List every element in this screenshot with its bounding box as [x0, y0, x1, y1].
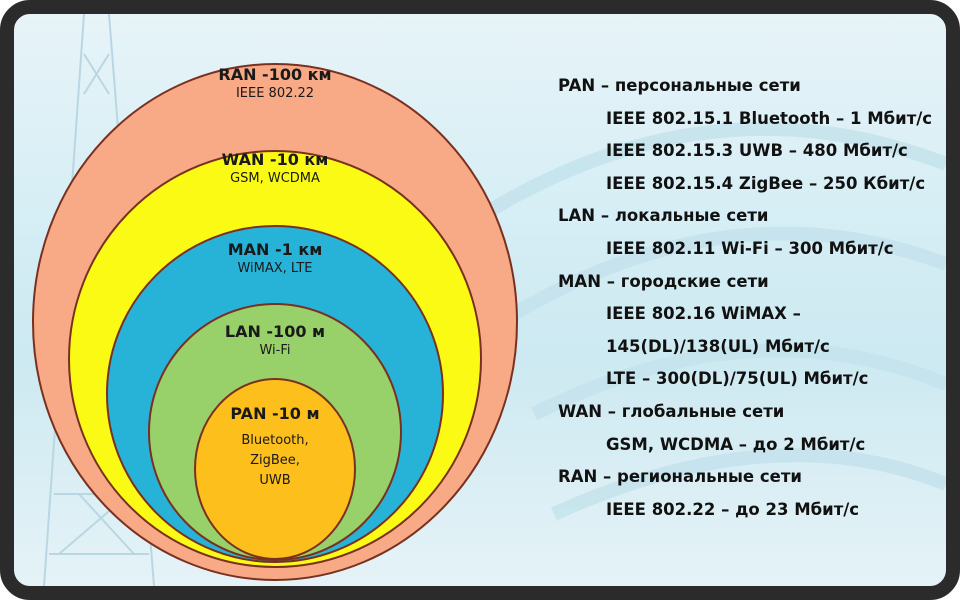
legend-man-item-2: 145(DL)/138(UL) Мбит/с	[606, 336, 830, 356]
lan-label: LAN -100 м Wi-Fi	[165, 322, 385, 361]
legend-man-title: MAN – городские сети	[558, 271, 769, 291]
legend-pan-title: PAN – персональные сети	[558, 76, 801, 95]
legend-ran-title: RAN – региональные сети	[558, 467, 802, 487]
pan-title: PAN -10 м	[230, 404, 320, 423]
ran-tech: IEEE 802.22	[235, 86, 315, 101]
legend-wan-item-1: GSM, WCDMA – до 2 Мбит/с	[606, 434, 866, 454]
wan-title: WAN -10 км	[221, 150, 329, 169]
pan-tech-1: Bluetooth,	[241, 433, 309, 448]
pan-tech-3: UWB	[259, 473, 291, 488]
legend-wan-title: WAN – глобальные сети	[558, 401, 785, 421]
legend-man-item-3: LTE – 300(DL)/75(UL) Мбит/с	[606, 369, 869, 389]
lan-title: LAN -100 м	[224, 322, 326, 341]
man-tech: WiMAX, LTE	[237, 261, 313, 276]
legend-man-item-1: IEEE 802.16 WiMAX –	[606, 304, 801, 324]
wan-tech: GSM, WCDMA	[230, 171, 320, 186]
pan-circle	[194, 378, 356, 560]
pan-label: PAN -10 м Bluetooth, ZigBee, UWB	[165, 404, 385, 491]
legend-pan-item-2: IEEE 802.15.3 UWB – 480 Мбит/с	[606, 141, 908, 161]
legend-ran-item-1: IEEE 802.22 – до 23 Мбит/с	[606, 499, 860, 519]
wan-label: WAN -10 км GSM, WCDMA	[165, 150, 385, 189]
legend-pan-item-1: IEEE 802.15.1 Bluetooth – 1 Мбит/с	[606, 108, 933, 128]
legend-lan-title: LAN – локальные сети	[558, 206, 769, 226]
legend-lan-item-1: IEEE 802.11 Wi-Fi – 300 Мбит/с	[606, 238, 894, 258]
ran-label: RAN -100 км IEEE 802.22	[165, 65, 385, 104]
network-circles	[32, 63, 518, 581]
pan-tech-2: ZigBee,	[250, 453, 300, 468]
man-label: MAN -1 км WiMAX, LTE	[165, 240, 385, 279]
ran-title: RAN -100 км	[218, 65, 332, 84]
network-legend: PAN – персональные сети IEEE 802.15.1 Bl…	[558, 70, 932, 526]
man-title: MAN -1 км	[227, 240, 323, 259]
lan-tech: Wi-Fi	[259, 343, 291, 358]
legend-pan-item-3: IEEE 802.15.4 ZigBee – 250 Кбит/с	[606, 173, 926, 193]
